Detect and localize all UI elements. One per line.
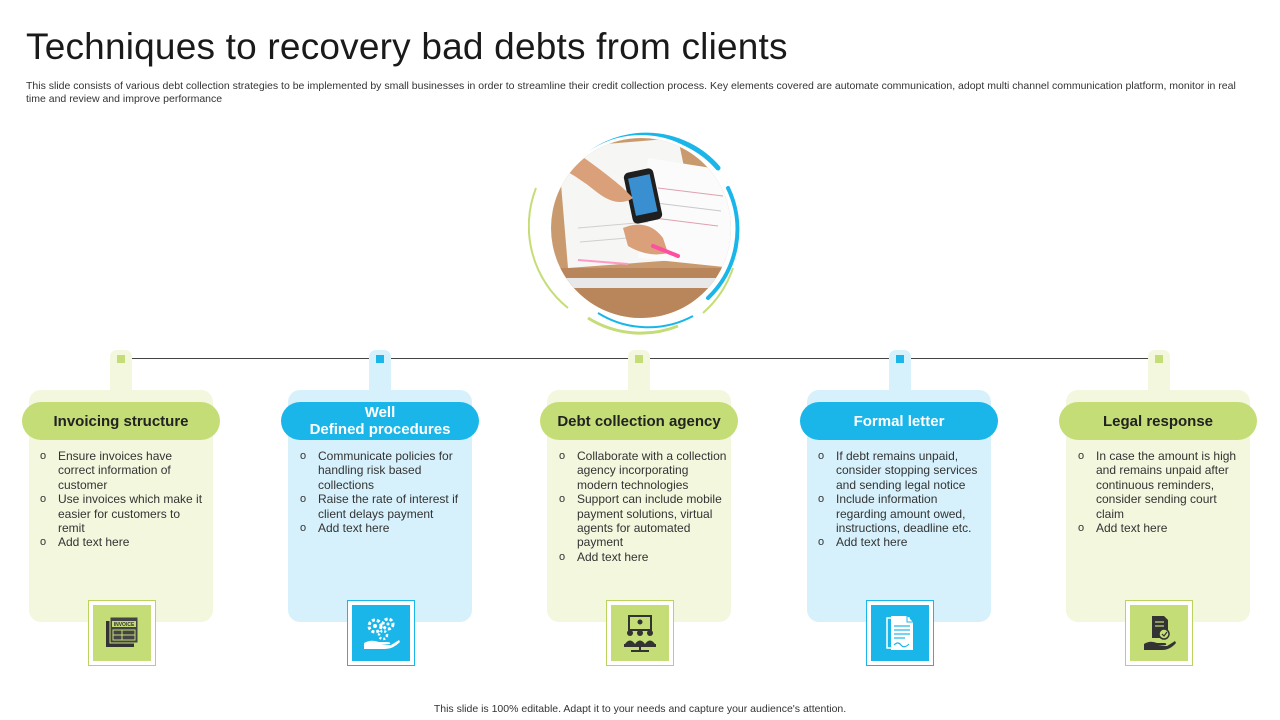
step-icon-box-3: [606, 600, 674, 666]
footer-note: This slide is 100% editable. Adapt it to…: [433, 703, 847, 715]
page-title: Techniques to recovery bad debts from cl…: [26, 26, 788, 67]
bullet-item: In case the amount is high and remains u…: [1076, 449, 1246, 521]
legal-document-hand-icon: [1144, 616, 1176, 650]
bullet-item: Add text here: [1076, 521, 1246, 536]
step-bullets-3: Collaborate with a collection agency inc…: [557, 449, 727, 565]
timeline-node-5: [1148, 350, 1170, 394]
bullet-item: Support can include mobile payment solut…: [557, 492, 727, 550]
hero-photo-illustration: [528, 132, 740, 335]
step-heading-4: Formal letter: [800, 402, 998, 440]
bullet-item: Ensure invoices have correct information…: [38, 449, 208, 492]
step-heading-2-line2: Defined procedures: [309, 421, 451, 438]
step-bullets-2: Communicate policies for handling risk b…: [298, 449, 468, 536]
invoice-icon: INVOICE: [106, 616, 139, 647]
hero-photo: [528, 118, 754, 338]
agency-team-icon: [624, 615, 656, 652]
bullet-item: Add text here: [298, 521, 468, 536]
step-bullets-4: If debt remains unpaid, consider stoppin…: [816, 449, 986, 550]
bullet-item: Add text here: [38, 535, 208, 550]
step-heading-5: Legal response: [1059, 402, 1257, 440]
step-icon-box-1: INVOICE: [88, 600, 156, 666]
timeline-node-2: [369, 350, 391, 394]
bullet-item: Add text here: [557, 550, 727, 565]
gears-hand-icon: [364, 617, 400, 649]
step-icon-box-4: [866, 600, 934, 666]
timeline-node-3: [628, 350, 650, 394]
step-heading-2-line1: Well: [364, 404, 396, 421]
bullet-item: Add text here: [816, 535, 986, 550]
step-bullets-5: In case the amount is high and remains u…: [1076, 449, 1246, 536]
bullet-item: Include information regarding amount owe…: [816, 492, 986, 535]
bullet-item: Raise the rate of interest if client del…: [298, 492, 468, 521]
letter-document-icon: [886, 616, 913, 650]
timeline-node-1: [110, 350, 132, 394]
step-bullets-1: Ensure invoices have correct information…: [38, 449, 208, 550]
bullet-item: Use invoices which make it easier for cu…: [38, 492, 208, 535]
bullet-item: Collaborate with a collection agency inc…: [557, 449, 727, 492]
bullet-item: If debt remains unpaid, consider stoppin…: [816, 449, 986, 492]
timeline-node-4: [889, 350, 911, 394]
step-icon-box-5: [1125, 600, 1193, 666]
step-icon-box-2: [347, 600, 415, 666]
bullet-item: Communicate policies for handling risk b…: [298, 449, 468, 492]
step-heading-1: Invoicing structure: [22, 402, 220, 440]
step-heading-3: Debt collection agency: [540, 402, 738, 440]
invoice-icon-label: INVOICE: [114, 622, 135, 628]
page-subtitle: This slide consists of various debt coll…: [26, 80, 1236, 105]
step-heading-2: Well Defined procedures: [281, 402, 479, 440]
